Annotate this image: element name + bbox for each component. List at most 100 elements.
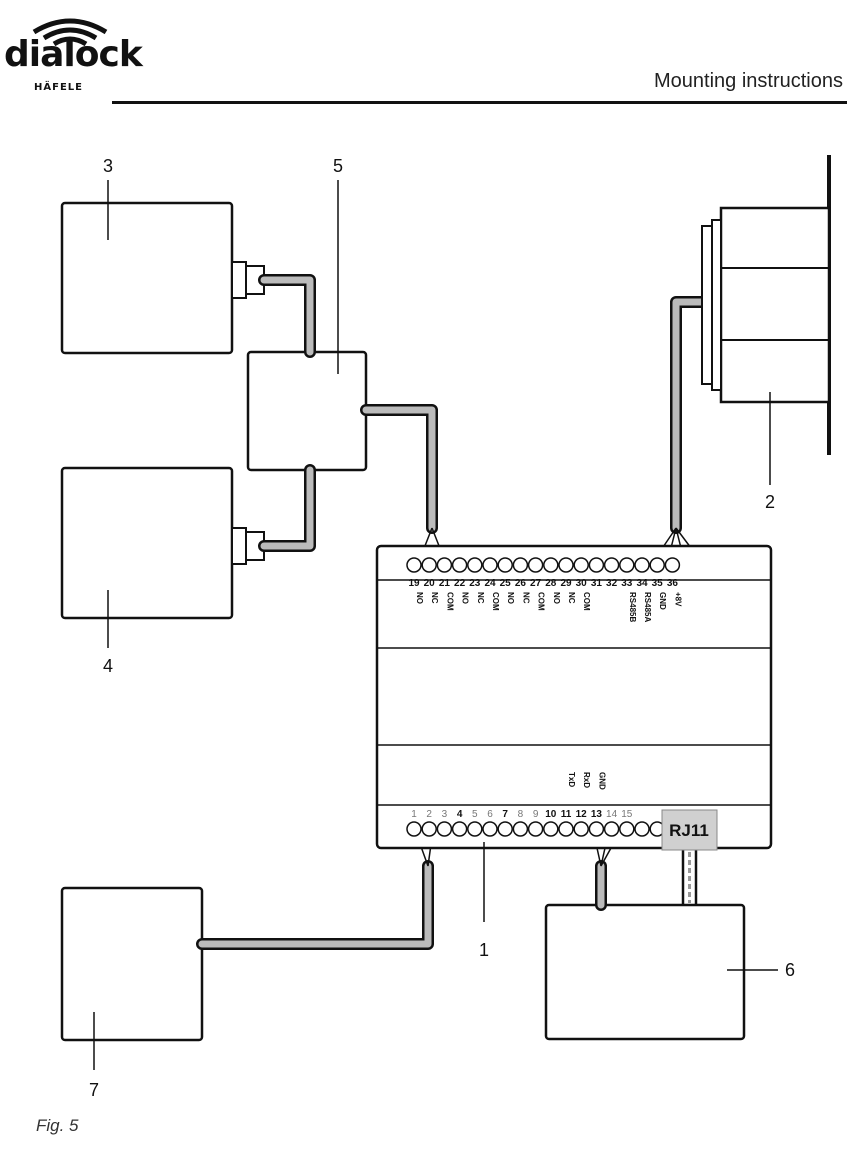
terminal-number-1: 1 — [411, 809, 417, 820]
terminal-label-19: NO — [415, 592, 424, 604]
figure-caption: Fig. 5 — [36, 1116, 79, 1136]
terminal-8 — [513, 822, 527, 836]
terminal-33 — [620, 558, 634, 572]
callout-7: 7 — [89, 1080, 99, 1100]
terminal-number-28: 28 — [545, 578, 557, 589]
terminal-label-23: NC — [476, 592, 485, 604]
terminal-number-19: 19 — [408, 578, 420, 589]
diagram-drawing — [62, 155, 829, 1070]
terminal-30 — [574, 558, 588, 572]
terminal-extra — [635, 822, 649, 836]
callout-2: 2 — [765, 492, 775, 512]
terminal-number-24: 24 — [484, 578, 496, 589]
terminal-number-32: 32 — [606, 578, 618, 589]
callout-1: 1 — [479, 940, 489, 960]
terminal-number-8: 8 — [518, 809, 524, 820]
terminal-number-30: 30 — [576, 578, 588, 589]
terminal-34 — [635, 558, 649, 572]
terminal-3 — [437, 822, 451, 836]
terminal-number-10: 10 — [545, 809, 557, 820]
terminal-22 — [453, 558, 467, 572]
terminal-31 — [589, 558, 603, 572]
terminal-label-25: NO — [506, 592, 515, 604]
terminal-10 — [544, 822, 558, 836]
terminal-28 — [544, 558, 558, 572]
terminal-number-22: 22 — [454, 578, 466, 589]
terminal-label-36: +8V — [673, 592, 682, 607]
terminal-number-6: 6 — [487, 809, 493, 820]
terminal-29 — [559, 558, 573, 572]
terminal-20 — [422, 558, 436, 572]
device-box-4 — [62, 468, 232, 618]
terminal-label-33: RS485B — [628, 592, 637, 622]
terminal-1 — [407, 822, 421, 836]
callout-6: 6 — [785, 960, 795, 980]
terminal-label-20: NC — [430, 592, 439, 604]
terminal-label-24: COM — [491, 592, 500, 611]
terminal-7 — [498, 822, 512, 836]
terminal-11 — [559, 822, 573, 836]
terminal-4 — [453, 822, 467, 836]
terminal-label-22: NO — [461, 592, 470, 604]
terminal-label-26: NC — [521, 592, 530, 604]
terminal-19 — [407, 558, 421, 572]
device-box-3 — [62, 203, 232, 353]
terminal-number-26: 26 — [515, 578, 527, 589]
terminal-5 — [468, 822, 482, 836]
terminal-27 — [529, 558, 543, 572]
terminal-25 — [498, 558, 512, 572]
terminal-label-txd: TxD — [567, 772, 576, 787]
terminal-number-20: 20 — [424, 578, 436, 589]
door-lock-2 — [702, 155, 829, 455]
device-box-7 — [62, 888, 202, 1040]
terminal-number-4: 4 — [457, 809, 463, 820]
callout-3: 3 — [103, 156, 113, 176]
terminal-6 — [483, 822, 497, 836]
terminal-number-5: 5 — [472, 809, 478, 820]
terminal-number-13: 13 — [591, 809, 603, 820]
terminal-label-34: RS485A — [643, 592, 652, 622]
terminal-14 — [605, 822, 619, 836]
terminal-number-11: 11 — [561, 809, 572, 820]
terminal-number-12: 12 — [576, 809, 588, 820]
terminal-label-rxd: RxD — [582, 772, 591, 788]
terminal-24 — [483, 558, 497, 572]
terminal-number-27: 27 — [530, 578, 542, 589]
callout-5: 5 — [333, 156, 343, 176]
terminal-36 — [665, 558, 679, 572]
terminal-number-25: 25 — [500, 578, 512, 589]
terminal-number-15: 15 — [621, 809, 633, 820]
terminal-label-27: COM — [537, 592, 546, 611]
terminal-number-9: 9 — [533, 809, 539, 820]
terminal-35 — [650, 558, 664, 572]
terminal-12 — [574, 822, 588, 836]
terminal-2 — [422, 822, 436, 836]
junction-box-5 — [248, 352, 366, 470]
callout-4: 4 — [103, 656, 113, 676]
terminal-label-21: COM — [445, 592, 454, 611]
terminal-number-23: 23 — [469, 578, 481, 589]
terminal-number-29: 29 — [560, 578, 572, 589]
terminal-number-14: 14 — [606, 809, 618, 820]
terminal-23 — [468, 558, 482, 572]
terminal-21 — [437, 558, 451, 572]
terminal-9 — [529, 822, 543, 836]
terminal-label-gnd: GND — [597, 772, 606, 790]
terminal-number-31: 31 — [591, 578, 603, 589]
terminal-13 — [589, 822, 603, 836]
terminal-number-34: 34 — [636, 578, 648, 589]
device-box-6 — [546, 905, 744, 1039]
terminal-number-33: 33 — [621, 578, 633, 589]
terminal-number-36: 36 — [667, 578, 679, 589]
terminal-number-7: 7 — [502, 809, 508, 820]
terminal-15 — [620, 822, 634, 836]
terminal-number-2: 2 — [426, 809, 432, 820]
terminal-number-35: 35 — [652, 578, 664, 589]
terminal-label-29: NC — [567, 592, 576, 604]
terminal-26 — [513, 558, 527, 572]
terminal-label-35: GND — [658, 592, 667, 610]
terminal-number-3: 3 — [442, 809, 448, 820]
rj11-label: RJ11 — [669, 821, 709, 840]
terminal-label-30: COM — [582, 592, 591, 611]
terminal-label-28: NO — [552, 592, 561, 604]
